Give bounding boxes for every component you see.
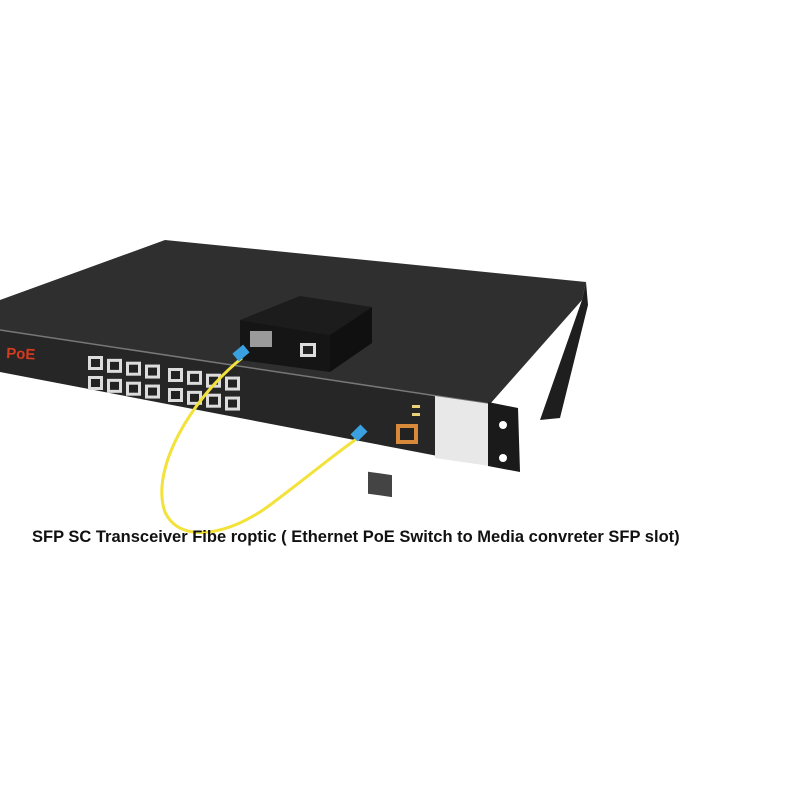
rj45-port-opening xyxy=(228,379,237,388)
fiber-cable xyxy=(160,356,359,535)
caption: SFP SC Transceiver Fibe roptic ( Etherne… xyxy=(32,528,680,546)
rj45-port-opening xyxy=(91,359,100,367)
rj45-port-opening xyxy=(190,393,199,402)
rj45-port-opening xyxy=(209,396,218,405)
converter-sfp xyxy=(250,331,272,347)
rj45-port-opening xyxy=(110,381,119,390)
rj45-port-opening xyxy=(91,379,100,387)
rj45-port-opening xyxy=(129,384,138,393)
rj45-port-opening xyxy=(190,373,199,382)
rj45-port-opening xyxy=(171,371,180,379)
rj45-port-opening xyxy=(148,387,157,396)
switch-front xyxy=(0,330,490,466)
rj45-port-group xyxy=(88,356,240,411)
rj45-port-opening xyxy=(171,391,180,399)
switch-side xyxy=(540,282,588,420)
rj45-port-opening xyxy=(110,361,119,370)
rack-ear xyxy=(488,402,520,472)
rj45-port-opening xyxy=(148,367,157,376)
sc-connector xyxy=(232,344,250,362)
rj45-port-opening xyxy=(129,364,138,373)
sfp-slot xyxy=(368,471,392,498)
rj45-port-opening xyxy=(209,376,218,385)
vent-panel xyxy=(435,396,490,466)
media-converter-top xyxy=(240,296,372,335)
poe-logo: PoE xyxy=(6,345,36,364)
sc-connector xyxy=(350,424,368,442)
rj45-port-opening xyxy=(228,399,237,408)
